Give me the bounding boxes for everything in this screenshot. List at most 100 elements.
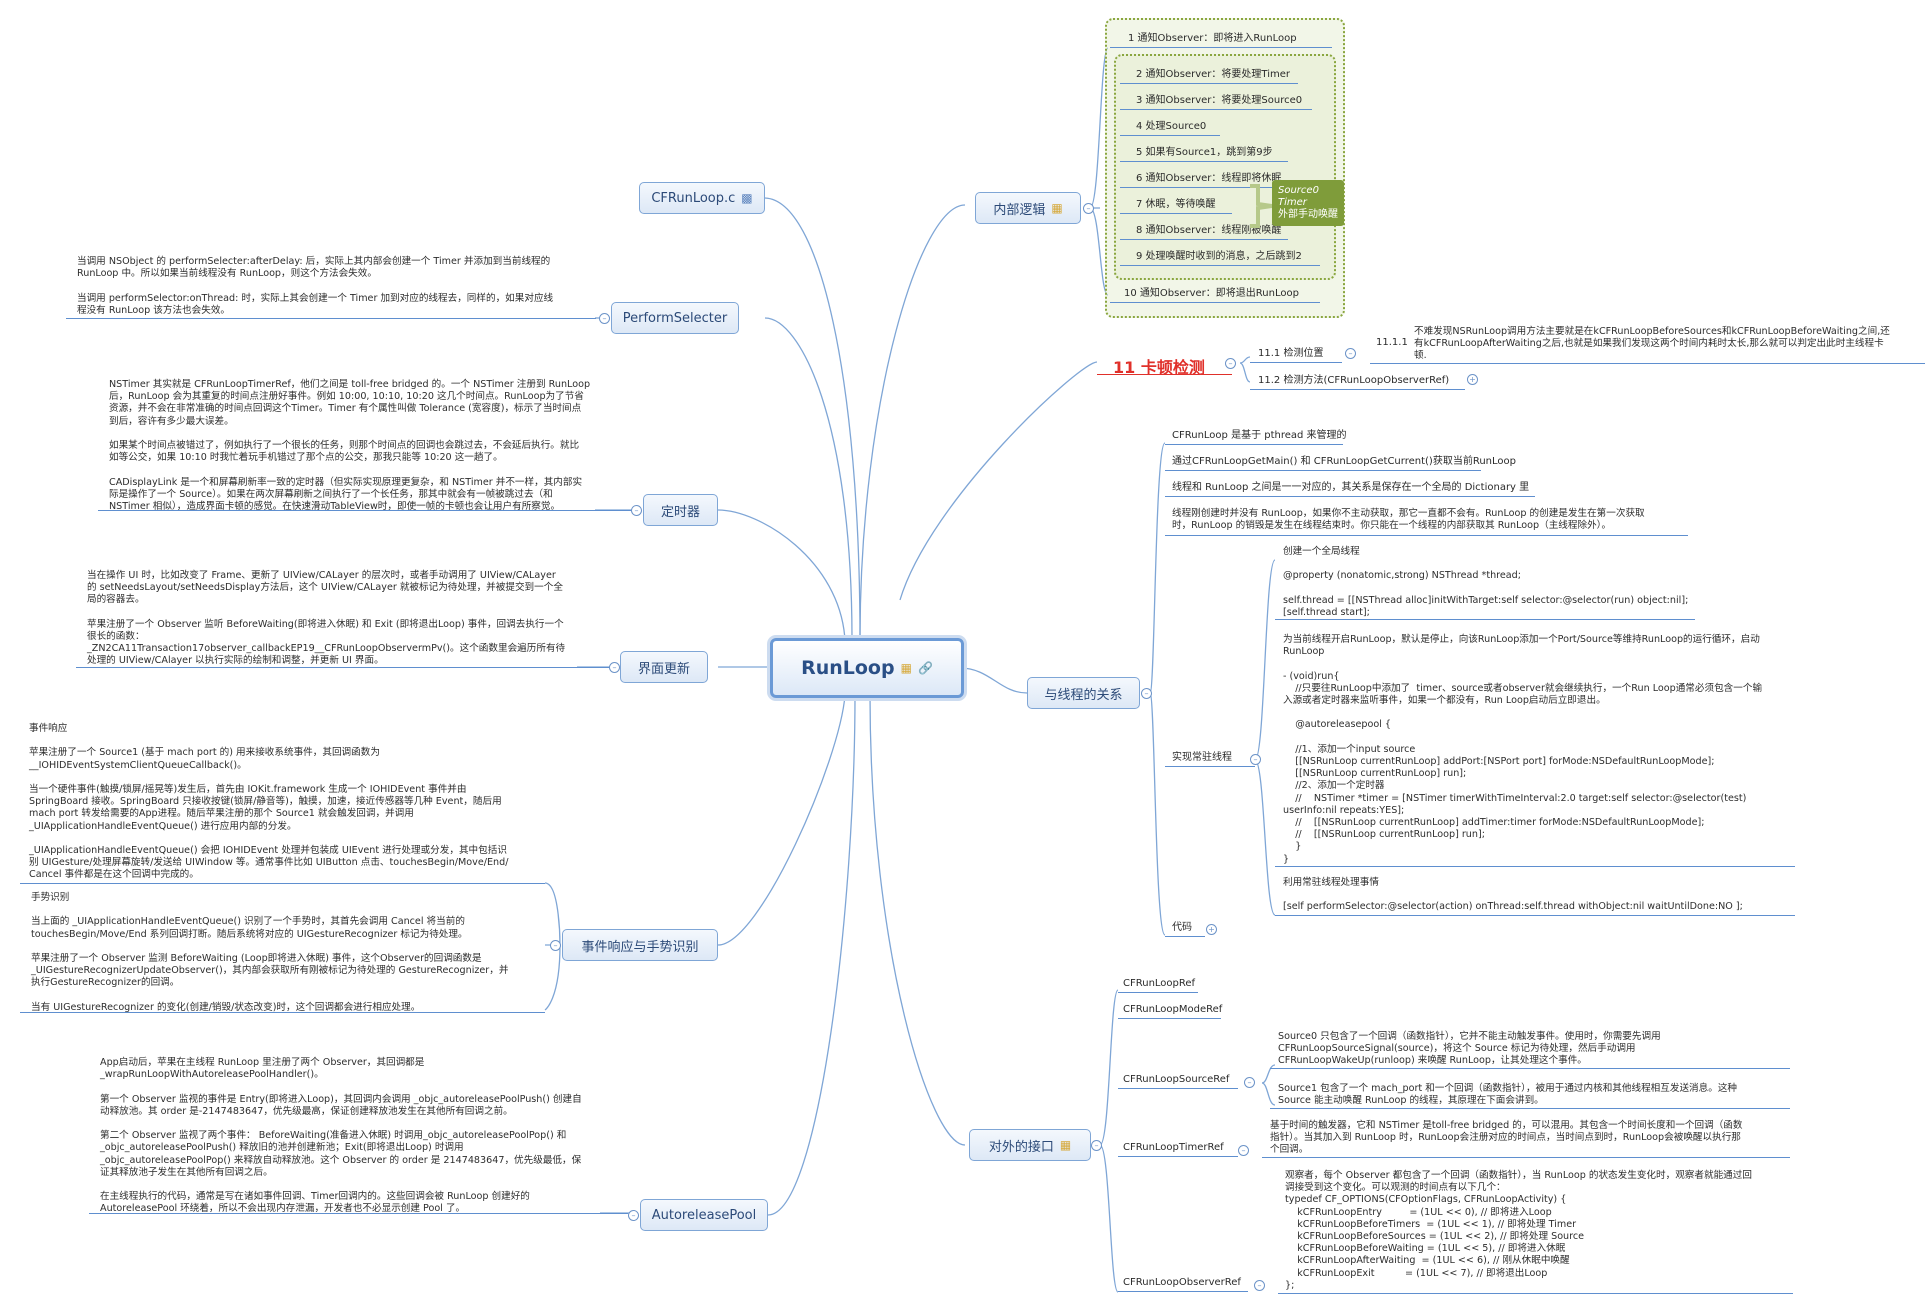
branch-ui-update[interactable]: 界面更新 xyxy=(620,651,708,683)
interface-item-observerref[interactable]: CFRunLoopObserverRef xyxy=(1123,1277,1241,1288)
node-underline xyxy=(1165,535,1688,536)
internal-step-6[interactable]: 6 通知Observer：线程即将休眠 xyxy=(1136,173,1282,184)
wake-sources-summary[interactable]: Source0 Timer 外部手动唤醒 xyxy=(1272,180,1344,226)
collapse-icon[interactable]: – xyxy=(599,313,610,324)
internal-step-7[interactable]: 7 休眠，等待唤醒 xyxy=(1136,199,1216,210)
note-underline xyxy=(76,667,609,668)
internal-step-3[interactable]: 3 通知Observer：将要处理Source0 xyxy=(1136,95,1303,106)
interface-item-moderef[interactable]: CFRunLoopModeRef xyxy=(1123,1004,1223,1015)
summary-bracket xyxy=(1250,184,1273,228)
note-underline xyxy=(20,1012,545,1013)
collapse-icon[interactable]: – xyxy=(1091,1140,1102,1151)
source0-note: Source0 只包含了一个回调（函数指针），它并不能主动触发事件。使用时，你需… xyxy=(1278,1031,1661,1067)
attachment-icon[interactable]: ▩ xyxy=(741,191,753,205)
stutter-method[interactable]: 11.2 检测方法(CFRunLoopObserverRef) xyxy=(1258,375,1450,386)
collapse-icon[interactable]: – xyxy=(1141,688,1152,699)
collapse-icon[interactable]: – xyxy=(1083,203,1094,214)
branch-label: 事件响应与手势识别 xyxy=(581,939,699,955)
internal-step-10[interactable]: 10 通知Observer：即将退出RunLoop xyxy=(1124,288,1299,299)
branch-label: CFRunLoop.c xyxy=(651,190,736,206)
internal-step-2[interactable]: 2 通知Observer：将要处理Timer xyxy=(1136,69,1290,80)
collapse-icon[interactable]: – xyxy=(1345,348,1356,359)
step-underline xyxy=(1120,161,1288,162)
stutter-detection-title[interactable]: 11 卡顿检测 xyxy=(1113,358,1205,377)
branch-internal-logic[interactable]: 内部逻辑 ▦ xyxy=(975,192,1081,224)
interface-item-runloopref[interactable]: CFRunLoopRef xyxy=(1123,978,1196,989)
note-underline xyxy=(1270,1068,1790,1069)
summary-line: Timer xyxy=(1278,197,1307,208)
link-icon[interactable]: 🔗 xyxy=(917,661,933,675)
expand-icon[interactable]: + xyxy=(1206,924,1217,935)
stutter-underline xyxy=(1097,374,1232,375)
note-underline xyxy=(89,1213,628,1214)
node-underline xyxy=(1118,1018,1221,1019)
branch-thread-relationship[interactable]: 与线程的关系 xyxy=(1027,677,1140,709)
thread-fact[interactable]: CFRunLoop 是基于 pthread 来管理的 xyxy=(1172,430,1347,441)
note-icon[interactable]: ▦ xyxy=(1051,201,1063,215)
step-underline xyxy=(1110,302,1320,303)
note-icon[interactable]: ▦ xyxy=(900,661,912,675)
collapse-icon[interactable]: – xyxy=(1244,1077,1255,1088)
node-underline xyxy=(1250,362,1342,363)
code-node[interactable]: 代码 xyxy=(1172,922,1192,933)
note-underline xyxy=(1275,619,1695,620)
branch-label: 内部逻辑 xyxy=(993,202,1046,218)
step-underline xyxy=(1120,265,1320,266)
branch-label: 与线程的关系 xyxy=(1044,687,1123,703)
loop-boundary-inner xyxy=(1114,54,1336,280)
autorelease-note: App启动后，苹果在主线程 RunLoop 里注册了两个 Observer，其回… xyxy=(100,1057,582,1215)
node-underline xyxy=(1250,389,1465,390)
summary-line: Source0 xyxy=(1278,185,1319,196)
branch-timer[interactable]: 定时器 xyxy=(643,494,718,526)
perform-selecter-note: 当调用 NSObject 的 performSelecter:afterDela… xyxy=(77,256,554,316)
stutter-position-index: 11.1.1 xyxy=(1376,337,1408,348)
central-topic-runloop[interactable]: RunLoop ▦ 🔗 xyxy=(770,638,964,698)
timerref-note: 基于时间的触发器，它和 NSTimer 是toll-free bridged 的… xyxy=(1270,1120,1743,1156)
collapse-icon[interactable]: – xyxy=(1238,1145,1249,1156)
branch-cfrunloop-c[interactable]: CFRunLoop.c ▩ xyxy=(639,182,765,214)
interface-item-timerref[interactable]: CFRunLoopTimerRef xyxy=(1123,1142,1224,1153)
thread-fact[interactable]: 线程刚创建时并没有 RunLoop，如果你不主动获取，那它一直都不会有。RunL… xyxy=(1172,508,1645,532)
note-underline xyxy=(1262,1157,1790,1158)
collapse-icon[interactable]: – xyxy=(628,1210,639,1221)
branch-label: 界面更新 xyxy=(637,661,690,677)
internal-step-1[interactable]: 1 通知Observer：即将进入RunLoop xyxy=(1128,33,1297,44)
branch-external-interface[interactable]: 对外的接口 ▦ xyxy=(969,1129,1091,1161)
event-response-note: 事件响应 苹果注册了一个 Source1 (基于 mach port 的) 用来… xyxy=(29,723,509,881)
branch-events-gestures[interactable]: 事件响应与手势识别 xyxy=(562,929,718,961)
summary-line: 外部手动唤醒 xyxy=(1278,209,1338,220)
branch-label: AutoreleasePool xyxy=(651,1207,757,1223)
interface-item-sourceref[interactable]: CFRunLoopSourceRef xyxy=(1123,1074,1230,1085)
branch-perform-selecter[interactable]: PerformSelecter xyxy=(611,302,739,334)
ui-update-note: 当在操作 UI 时，比如改变了 Frame、更新了 UIView/CALayer… xyxy=(87,570,566,667)
internal-step-5[interactable]: 5 如果有Source1，跳到第9步 xyxy=(1136,147,1273,158)
internal-step-4[interactable]: 4 处理Source0 xyxy=(1136,121,1207,132)
note-icon[interactable]: ▦ xyxy=(1059,1138,1072,1152)
collapse-icon[interactable]: – xyxy=(550,940,561,951)
central-topic-label: RunLoop xyxy=(801,657,895,679)
collapse-icon[interactable]: – xyxy=(631,505,642,516)
collapse-icon[interactable]: – xyxy=(609,662,620,673)
node-underline xyxy=(1165,470,1481,471)
source1-note: Source1 包含了一个 mach_port 和一个回调（函数指针），被用于通… xyxy=(1278,1083,1738,1107)
start-runloop-note: 为当前线程开启RunLoop，默认是停止，向该RunLoop添加一个Port/S… xyxy=(1283,634,1763,865)
node-underline xyxy=(1118,992,1198,993)
internal-step-9[interactable]: 9 处理唤醒时收到的消息，之后跳到2 xyxy=(1136,251,1302,262)
node-underline xyxy=(1165,766,1255,767)
collapse-icon[interactable]: – xyxy=(1250,754,1261,765)
branch-autorelease-pool[interactable]: AutoreleasePool xyxy=(640,1199,768,1231)
branch-label: 对外的接口 xyxy=(988,1139,1054,1155)
stutter-position-note: 不难发现NSRunLoop调用方法主要就是在kCFRunLoopBeforeSo… xyxy=(1414,326,1890,362)
thread-fact[interactable]: 线程和 RunLoop 之间是一一对应的，其关系是保存在一个全局的 Dictio… xyxy=(1172,482,1530,493)
collapse-icon[interactable]: – xyxy=(1254,1280,1265,1291)
step-underline xyxy=(1120,239,1288,240)
stutter-position[interactable]: 11.1 检测位置 xyxy=(1258,348,1324,359)
collapse-icon[interactable]: – xyxy=(1225,358,1236,369)
resident-thread-node[interactable]: 实现常驻线程 xyxy=(1172,752,1232,763)
step-underline xyxy=(1110,47,1332,48)
create-thread-note: 创建一个全局线程 @property (nonatomic,strong) NS… xyxy=(1283,546,1689,619)
expand-icon[interactable]: + xyxy=(1467,374,1478,385)
internal-step-8[interactable]: 8 通知Observer：线程刚被唤醒 xyxy=(1136,225,1282,236)
thread-fact[interactable]: 通过CFRunLoopGetMain() 和 CFRunLoopGetCurre… xyxy=(1172,456,1516,467)
step-underline xyxy=(1120,187,1288,188)
